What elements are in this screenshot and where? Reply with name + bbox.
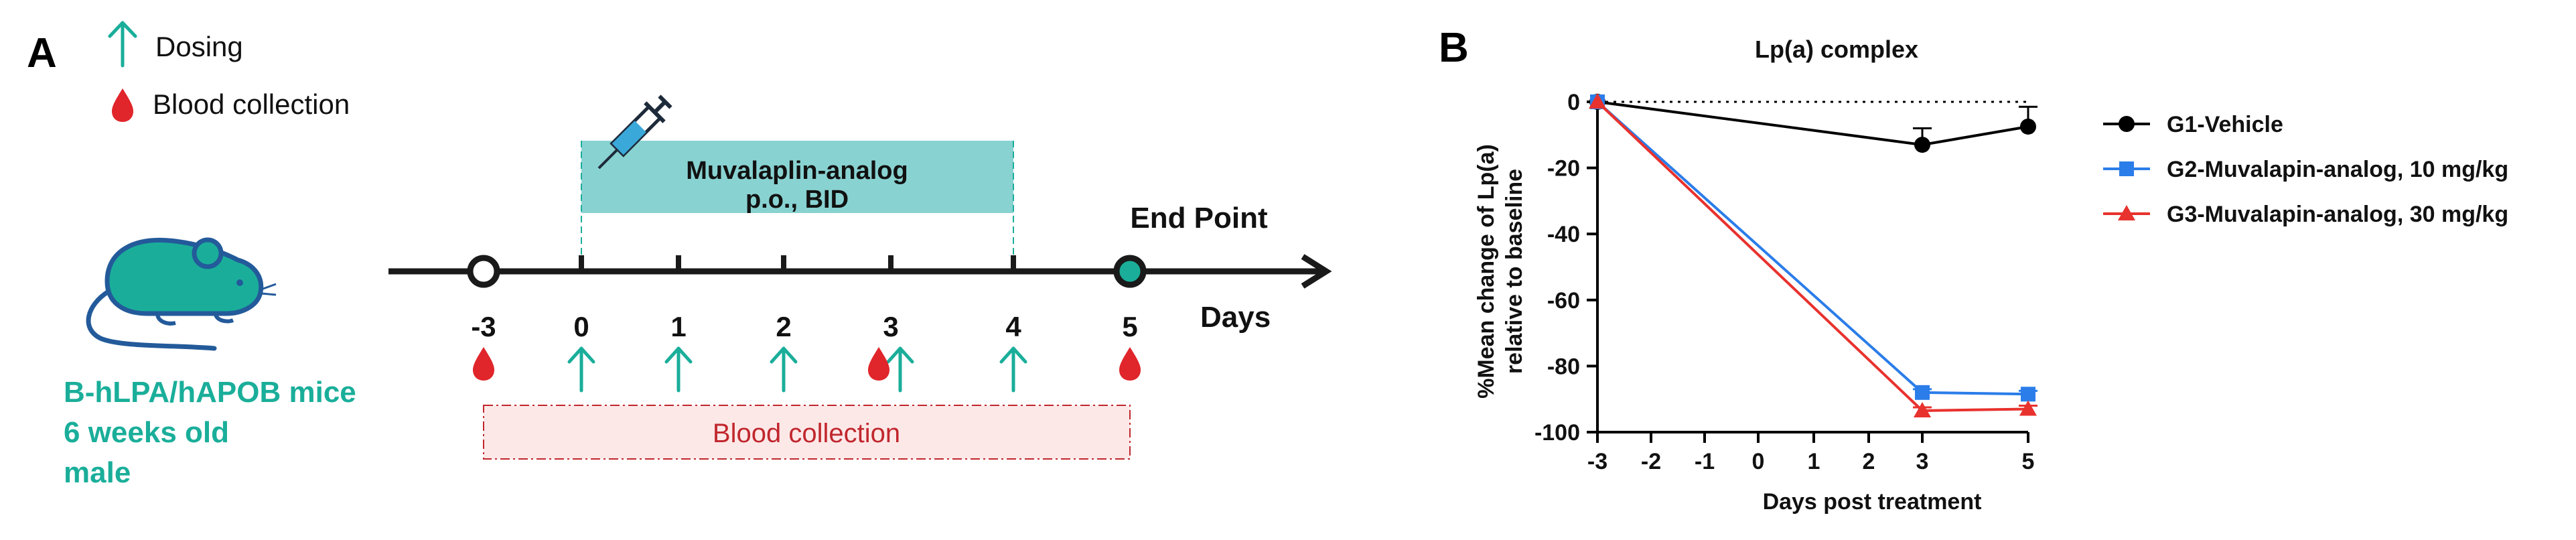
x-tick-label: 2 [1863,449,1875,474]
dosing-legend: Dosing [108,21,243,68]
x-tick-label: -3 [1587,449,1607,474]
legend-label: G2-Muvalapin-analog, 10 mg/kg [2167,157,2508,182]
data-point [2021,387,2035,402]
legend-item-3: G3-Muvalapin-analog, 30 mg/kg [2103,202,2508,227]
blood-drop-icon [1119,347,1141,381]
dosing-legend-label: Dosing [155,31,243,62]
y-tick-label: -60 [1547,288,1580,314]
series-3 [1589,93,2037,417]
panel-a-label: A [27,30,57,76]
dosing-arrow-icon [567,346,595,393]
y-tick-label: -80 [1547,354,1580,379]
series-1 [1589,94,2037,153]
dosing-arrow-icon [886,346,914,393]
mouse-age-label: 6 weeks old [64,416,229,449]
x-tick-label: 3 [1916,449,1929,474]
mouse-sex-label: male [64,456,131,489]
series-line [1596,100,2029,412]
x-tick-label: 1 [1808,449,1820,474]
mouse-strain-label: B-hLPA/hAPOB mice [64,376,356,409]
y-axis-title-line1: %Mean change of Lp(a) [1474,144,1499,399]
chart-title: Lp(a) complex [1755,36,1918,63]
blood-legend: Blood collection [112,88,350,122]
dosing-arrow-icon [770,346,798,393]
panel-b-label: B [1439,25,1469,71]
timeline-tick-label: -3 [471,311,496,342]
panel-b: B Lp(a) complex %Mean change of Lp(a) re… [1439,25,2508,515]
legend-label: G1-Vehicle [2167,112,2283,137]
data-point [1914,137,1930,153]
x-tick-label: -1 [1695,449,1715,474]
mouse-icon [86,237,277,351]
timeline-tick-label: 3 [883,311,898,342]
x-tick-label: 5 [2022,449,2035,474]
blood-collection-box [483,405,1131,460]
treatment-box [581,141,1013,213]
blood-legend-label: Blood collection [153,88,350,120]
dosing-arrow-icon [108,21,137,68]
timeline-tick-label: 2 [776,311,791,342]
x-tick-label: -2 [1641,449,1661,474]
timeline-tick-label: 0 [573,311,589,342]
y-tick-label: -100 [1534,420,1580,446]
y-tick-label: 0 [1567,90,1580,115]
chart-plot-area: 0 -20 -40 -60 -80 -100 -3 -2 -1 0 1 2 3 5 [1534,90,2037,474]
data-point [1589,93,1606,109]
y-tick-label: -40 [1547,222,1580,247]
data-point [1915,385,1930,400]
data-point [2020,118,2036,135]
blood-drop-icon [473,347,494,381]
timeline-marker-day--3 [467,255,500,288]
timeline-tick-label: 4 [1005,311,1021,342]
dosing-arrow-icon [999,346,1027,393]
data-point [1914,401,1931,417]
series-2 [1590,94,2037,402]
series-line [1596,100,2029,396]
timeline-tick-label: 5 [1122,311,1137,342]
treatment-regimen-label: p.o., BID [745,186,849,214]
timeline-arrowhead [1301,254,1332,289]
y-tick-label: -20 [1547,156,1580,182]
end-point-label: End Point [1130,202,1268,234]
timeline-ticks: -3 0 1 2 3 4 5 [467,255,1147,393]
panel-a: A Dosing Blood collection B-hLPA/hAPOB m… [27,21,1332,489]
timeline-tick-label: 1 [670,311,686,342]
blood-drop-icon [112,88,133,122]
x-axis-title: Days post treatment [1763,489,1982,515]
data-point [2019,400,2037,416]
legend-marker [2119,161,2134,176]
days-label: Days [1200,301,1271,334]
treatment-drug-label: Muvalaplin-analog [686,157,908,185]
legend-marker [2118,205,2135,220]
legend-item-2: G2-Muvalapin-analog, 10 mg/kg [2103,157,2508,182]
legend-marker [2119,116,2135,132]
blood-drop-icon [868,347,889,381]
y-axis-title-line2: relative to baseline [1502,169,1527,374]
x-tick-label: 0 [1752,449,1765,474]
series-line [1597,100,2029,147]
y-axis-title: %Mean change of Lp(a) relative to baseli… [1474,144,1527,399]
dosing-arrow-icon [664,346,693,393]
legend-item-1: G1-Vehicle [2103,112,2283,137]
timeline-marker-day-5 [1113,255,1147,288]
syringe-icon [597,94,672,170]
legend-label: G3-Muvalapin-analog, 30 mg/kg [2167,202,2508,227]
blood-collection-box-label: Blood collection [713,419,900,448]
